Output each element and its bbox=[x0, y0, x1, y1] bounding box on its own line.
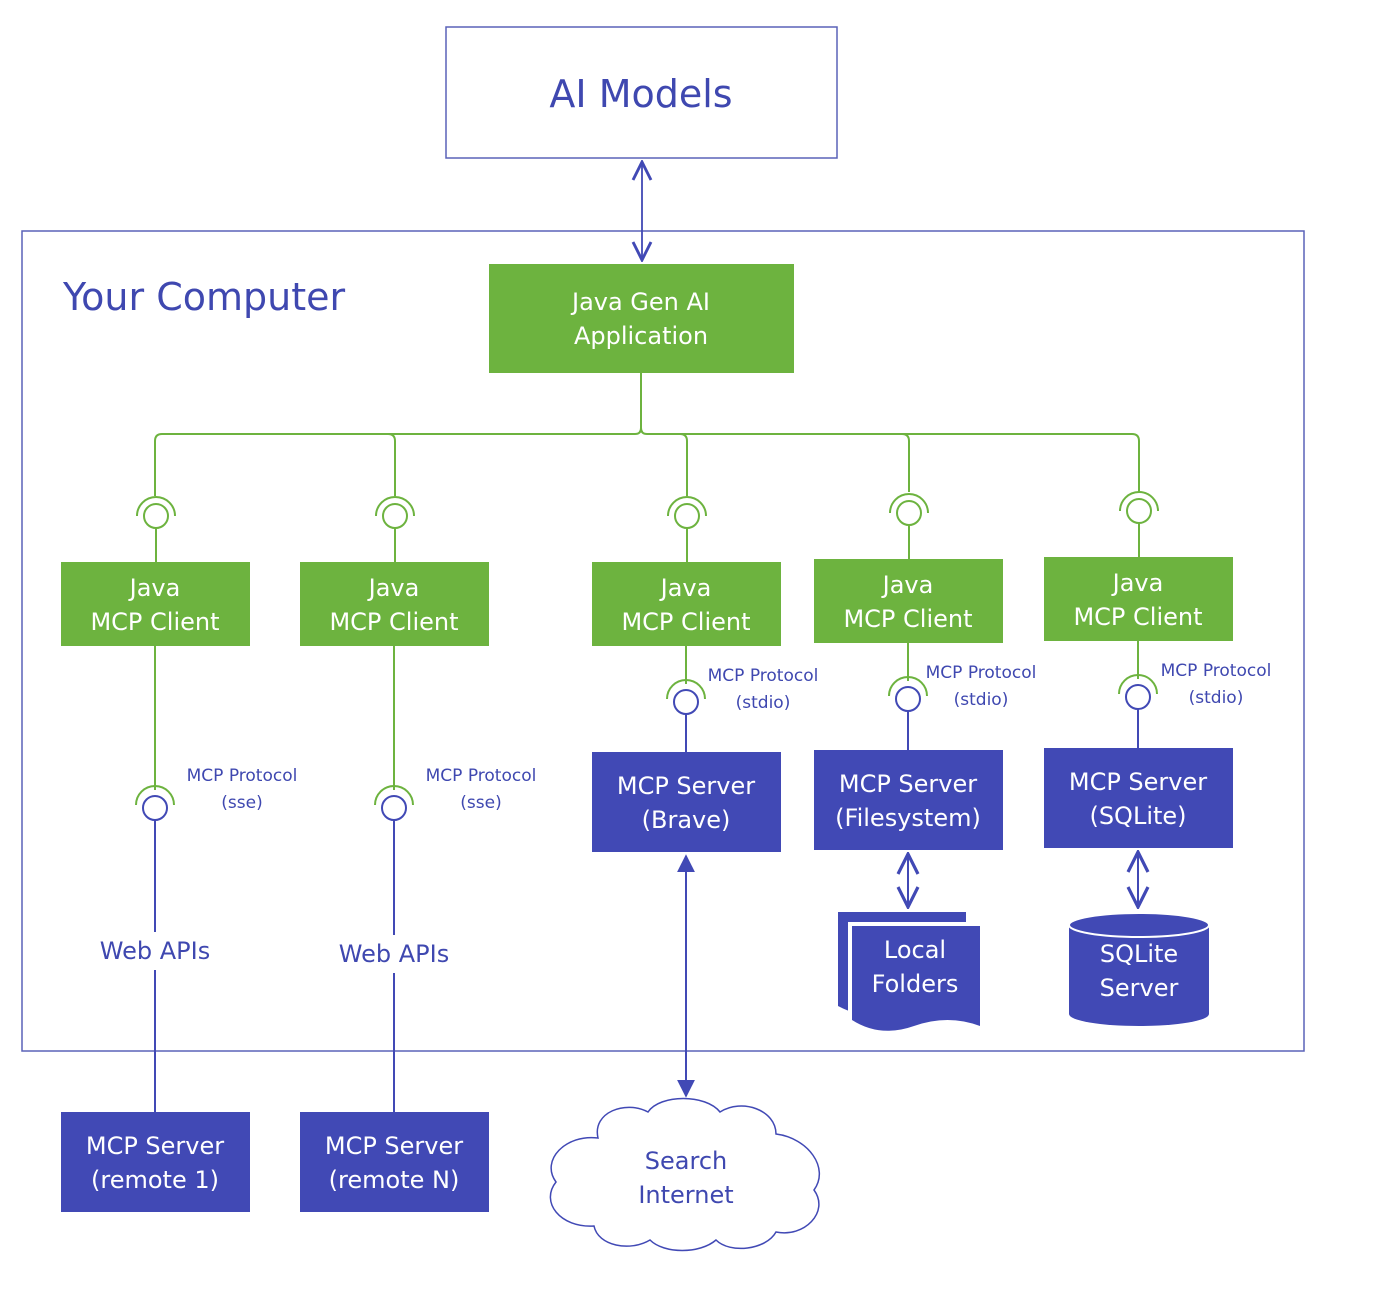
brave-line2: (Brave) bbox=[642, 806, 731, 834]
client-3-line2: MCP Client bbox=[621, 608, 750, 636]
protocol-4-line2: (stdio) bbox=[954, 690, 1009, 710]
folders-line2: Folders bbox=[872, 970, 959, 998]
sqlite-server-line1: MCP Server bbox=[1069, 768, 1207, 796]
java-mcp-client-3: Java MCP Client bbox=[592, 562, 781, 646]
protocol-2-line1: MCP Protocol bbox=[426, 766, 537, 786]
protocol-label-3: MCP Protocol (stdio) bbox=[708, 666, 819, 713]
remote-1-line2: (remote 1) bbox=[91, 1166, 219, 1194]
ai-models-box: AI Models bbox=[445, 26, 838, 159]
local-folders: Local Folders bbox=[838, 912, 980, 1031]
mcp-server-remote-n: MCP Server (remote N) bbox=[300, 1112, 489, 1212]
java-mcp-client-5: Java MCP Client bbox=[1044, 557, 1233, 641]
protocol-1-line2: (sse) bbox=[221, 793, 262, 813]
web-apis-label-1: Web APIs bbox=[100, 937, 210, 965]
mcp-server-remote-1: MCP Server (remote 1) bbox=[61, 1112, 250, 1212]
protocol-2-line2: (sse) bbox=[460, 793, 501, 813]
app-line2: Application bbox=[574, 322, 708, 350]
sqlite-database-icon: SQLite Server bbox=[1068, 912, 1210, 1026]
client-3-line1: Java bbox=[659, 574, 712, 602]
web-apis-label-2: Web APIs bbox=[339, 940, 449, 968]
filesystem-line2: (Filesystem) bbox=[835, 804, 981, 832]
client-socket-connectors bbox=[136, 491, 1159, 562]
java-mcp-client-1: Java MCP Client bbox=[61, 562, 250, 646]
search-line2: Internet bbox=[638, 1181, 733, 1209]
folders-line1: Local bbox=[884, 936, 946, 964]
protocol-label-2: MCP Protocol (sse) bbox=[426, 766, 537, 813]
remote-n-line2: (remote N) bbox=[329, 1166, 460, 1194]
protocol-label-5: MCP Protocol (stdio) bbox=[1161, 661, 1272, 708]
sse-connections bbox=[135, 646, 414, 1112]
java-mcp-client-2: Java MCP Client bbox=[300, 562, 489, 646]
client-1-line1: Java bbox=[128, 574, 181, 602]
stdio-connections bbox=[666, 641, 1158, 752]
client-4-line2: MCP Client bbox=[843, 605, 972, 633]
client-2-line1: Java bbox=[367, 574, 420, 602]
protocol-label-4: MCP Protocol (stdio) bbox=[926, 663, 1037, 710]
client-1-line2: MCP Client bbox=[90, 608, 219, 636]
java-gen-ai-application: Java Gen AI Application bbox=[489, 264, 794, 373]
search-line1: Search bbox=[645, 1147, 727, 1175]
protocol-4-line1: MCP Protocol bbox=[926, 663, 1037, 683]
client-2-line2: MCP Client bbox=[329, 608, 458, 636]
protocol-3-line2: (stdio) bbox=[736, 693, 791, 713]
protocol-5-line2: (stdio) bbox=[1189, 688, 1244, 708]
remote-1-line1: MCP Server bbox=[86, 1132, 224, 1160]
sqlite-server-line2: (SQLite) bbox=[1089, 802, 1186, 830]
mcp-server-sqlite: MCP Server (SQLite) bbox=[1044, 748, 1233, 848]
client-5-line2: MCP Client bbox=[1073, 603, 1202, 631]
your-computer-title: Your Computer bbox=[62, 275, 345, 319]
brave-line1: MCP Server bbox=[617, 772, 755, 800]
mcp-server-filesystem: MCP Server (Filesystem) bbox=[814, 750, 1003, 850]
filesystem-line1: MCP Server bbox=[839, 770, 977, 798]
client-5-line1: Java bbox=[1111, 569, 1164, 597]
search-internet-cloud: Search Internet bbox=[549, 1097, 821, 1252]
sqlite-line2: Server bbox=[1100, 974, 1179, 1002]
app-line1: Java Gen AI bbox=[570, 288, 710, 316]
java-mcp-client-4: Java MCP Client bbox=[814, 559, 1003, 643]
protocol-3-line1: MCP Protocol bbox=[708, 666, 819, 686]
sqlite-line1: SQLite bbox=[1100, 940, 1178, 968]
protocol-label-1: MCP Protocol (sse) bbox=[187, 766, 298, 813]
protocol-1-line1: MCP Protocol bbox=[187, 766, 298, 786]
ai-models-label: AI Models bbox=[549, 72, 732, 116]
client-4-line1: Java bbox=[881, 571, 934, 599]
remote-n-line1: MCP Server bbox=[325, 1132, 463, 1160]
protocol-5-line1: MCP Protocol bbox=[1161, 661, 1272, 681]
your-computer-boundary: Your Computer bbox=[21, 230, 1305, 1052]
client-bus-connectors bbox=[154, 373, 1140, 496]
mcp-server-brave: MCP Server (Brave) bbox=[592, 752, 781, 852]
